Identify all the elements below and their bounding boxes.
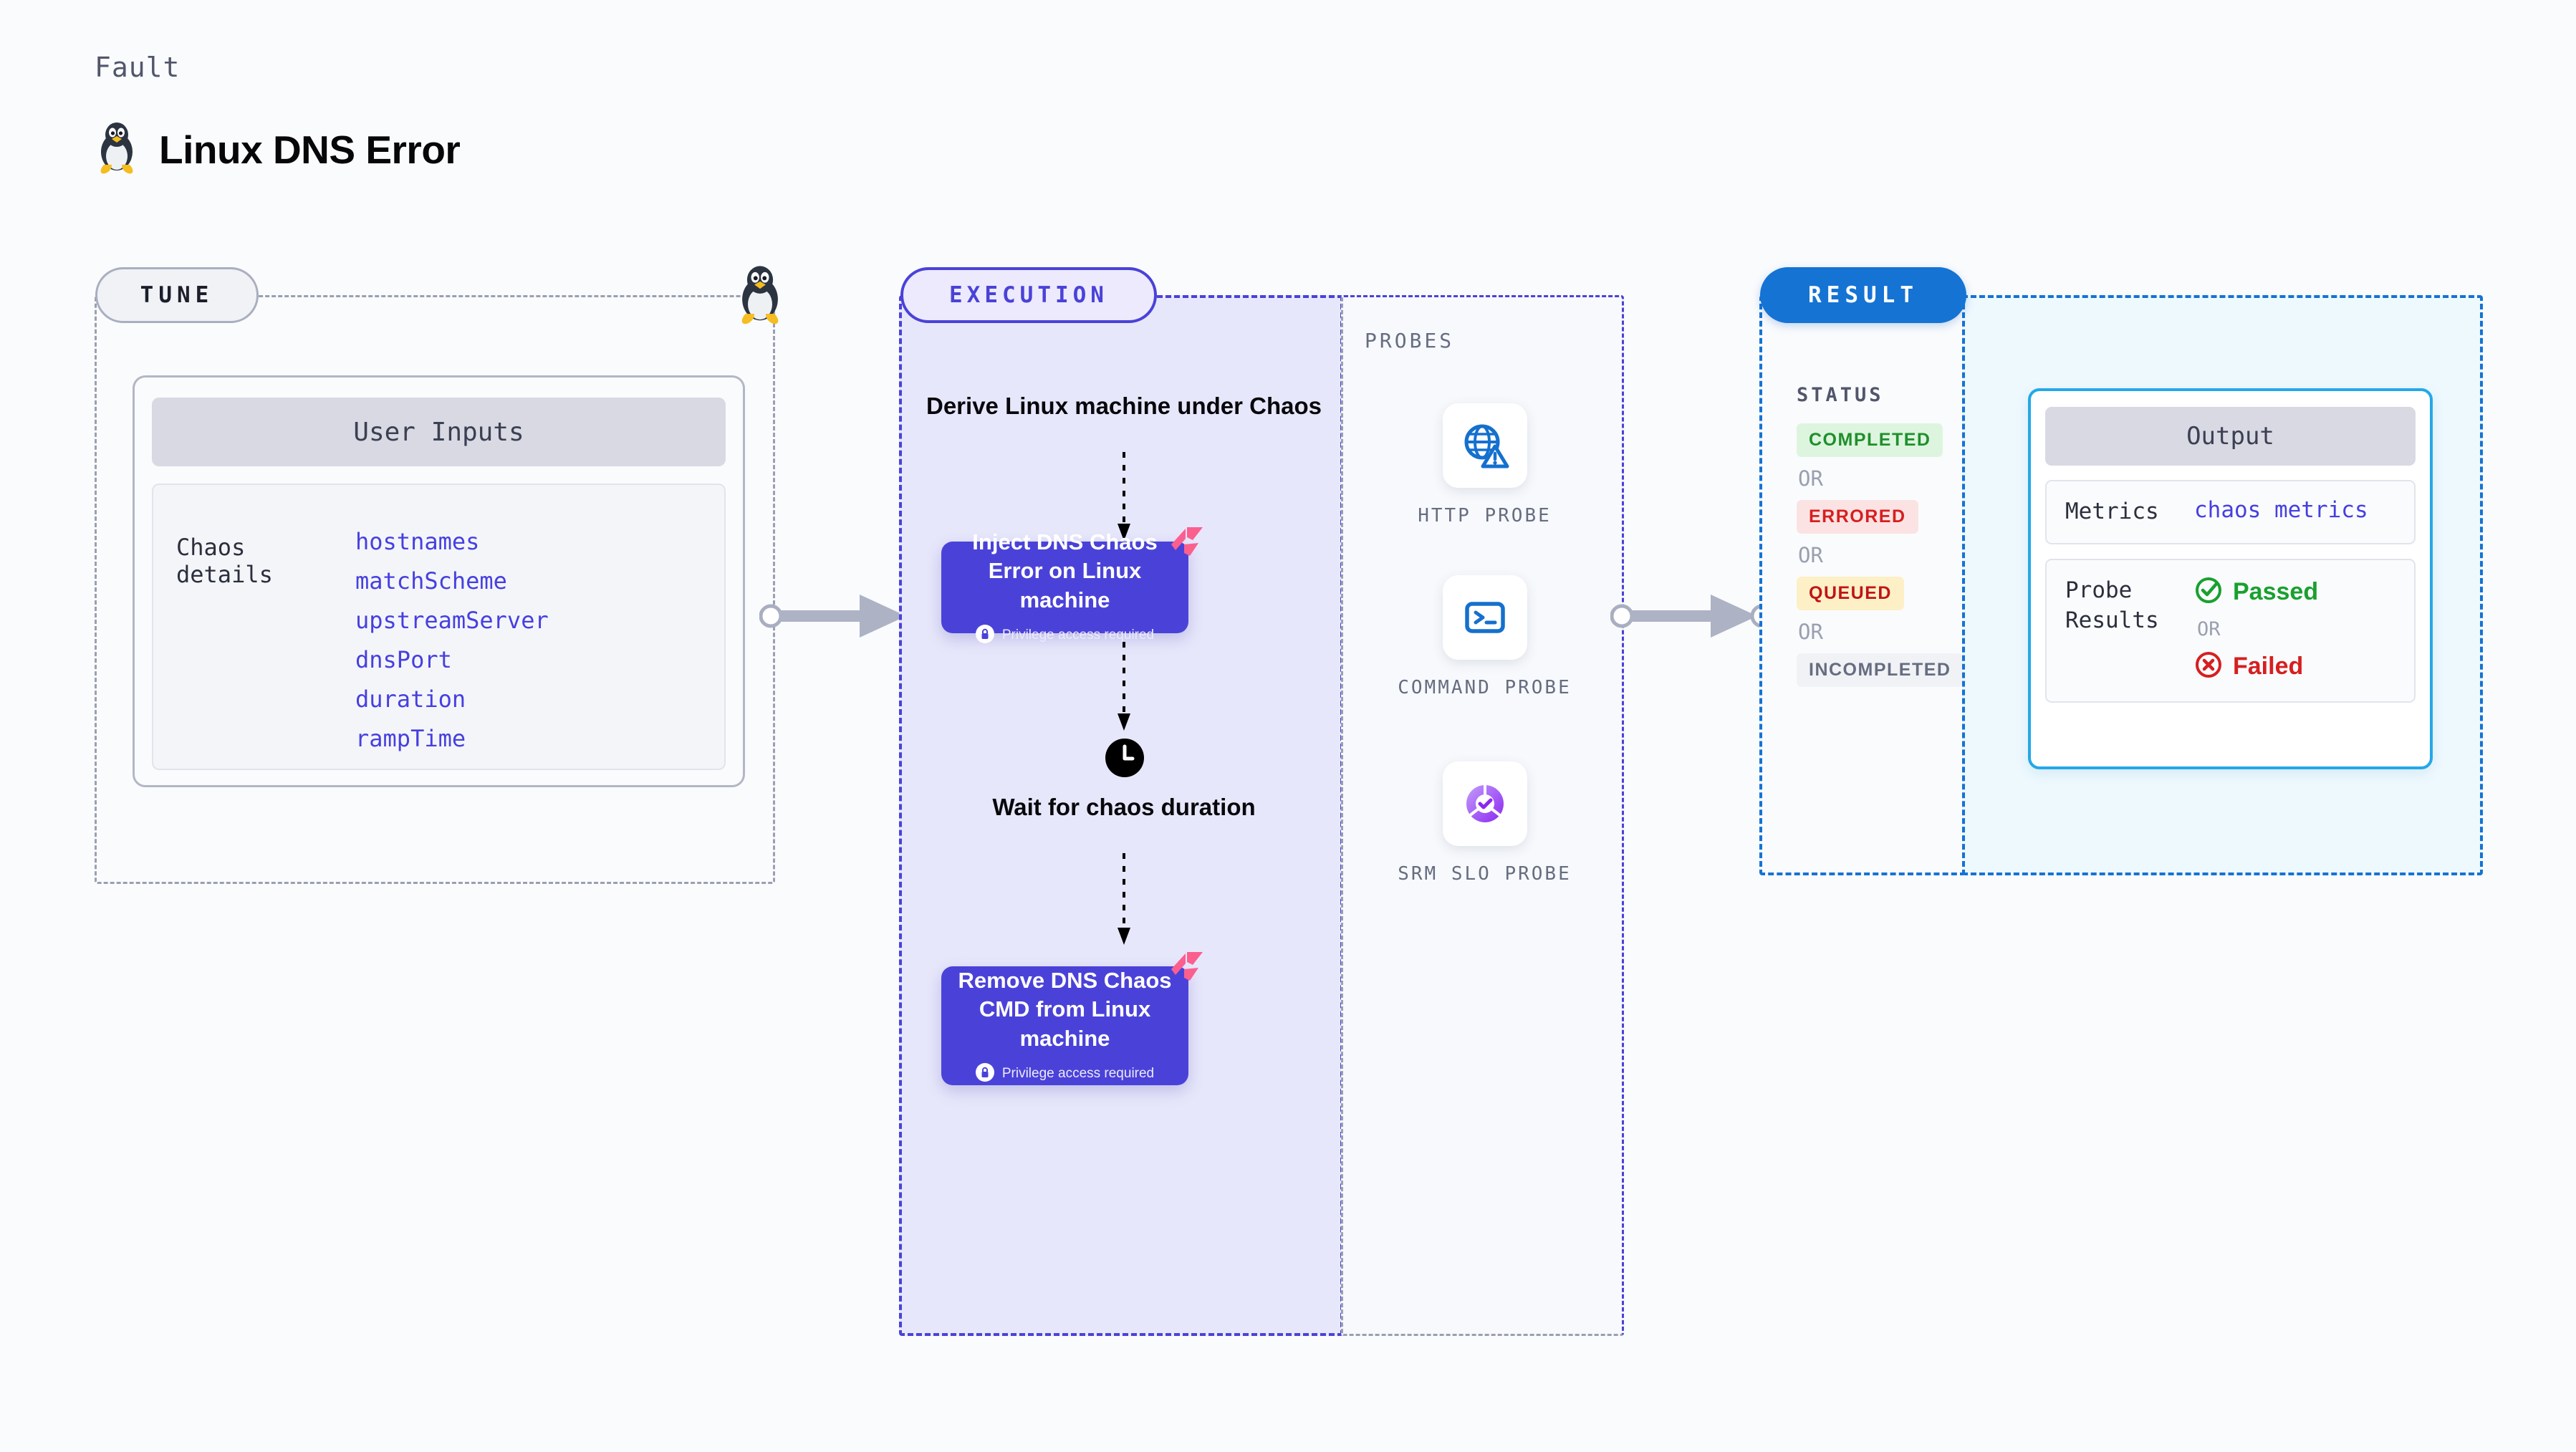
exec-card-inject-title: Inject DNS Chaos Error on Linux machine (972, 529, 1158, 612)
output-metrics-label: Metrics (2065, 499, 2159, 524)
status-badge-incompleted: INCOMPLETED (1797, 653, 1964, 687)
probe-srm-slo-label: SRM SLO PROBE (1398, 863, 1572, 885)
privilege-note-inject: Privilege access required (975, 624, 1155, 647)
probe-srm-slo[interactable]: SRM SLO PROBE (1343, 761, 1626, 888)
status-badge-queued: QUEUED (1797, 577, 1904, 610)
probe-http-label: HTTP PROBE (1418, 505, 1552, 527)
linux-penguin-icon (732, 264, 788, 329)
probe-result-or: OR (2197, 617, 2221, 640)
chaos-details-label: Chaos details (176, 534, 273, 588)
execution-panel: Derive Linux machine under Chaos Inject … (899, 295, 1343, 1336)
exec-step-wait-label: Wait for chaos duration (992, 794, 1256, 820)
status-badge-completed: COMPLETED (1797, 423, 1943, 457)
page-kicker: Fault (95, 52, 181, 83)
exec-card-remove-title: Remove DNS Chaos CMD from Linux machine (958, 968, 1172, 1051)
probe-result-passed: Passed (2194, 576, 2318, 608)
output-probe-results-label: Probe Results (2065, 577, 2159, 633)
globe-warning-icon (1442, 403, 1527, 488)
page-title-row: Linux DNS Error (95, 120, 461, 178)
result-pill-label: RESULT (1808, 282, 1918, 308)
check-circle-icon (2194, 576, 2223, 608)
privilege-note-remove-text: Privilege access required (1001, 1066, 1155, 1082)
output-probe-results-values: Passed OR Failed (2194, 576, 2318, 683)
chaos-details-values: hostnames matchScheme upstreamServer dns… (355, 509, 549, 769)
slo-donut-check-icon (1442, 761, 1527, 846)
probe-http[interactable]: HTTP PROBE (1343, 403, 1626, 529)
user-inputs-card: User Inputs Chaos details hostnames matc… (133, 375, 745, 787)
status-list: COMPLETED OR ERRORED OR QUEUED OR INCOMP… (1797, 423, 1964, 687)
execution-panel-pill: EXECUTION (900, 267, 1157, 323)
arrow-derive-to-inject (1112, 452, 1136, 549)
probes-label: PROBES (1365, 329, 1455, 352)
output-panel: Output Metrics chaos metrics Probe Resul… (1962, 295, 2483, 875)
exec-card-inject-dns-chaos[interactable]: Inject DNS Chaos Error on Linux machine … (941, 527, 1203, 643)
input-matchscheme[interactable]: matchScheme (355, 567, 507, 595)
tune-pill-label: TUNE (140, 282, 214, 308)
arrow-wait-to-remove (1112, 853, 1136, 953)
input-duration[interactable]: duration (355, 686, 466, 713)
chaos-details-box: Chaos details hostnames matchScheme upst… (152, 484, 726, 770)
tune-panel-pill: TUNE (95, 267, 259, 323)
probe-command[interactable]: COMMAND PROBE (1343, 575, 1626, 701)
harness-logo-icon (1166, 948, 1206, 989)
probe-result-failed-label: Failed (2233, 652, 2304, 680)
input-upstreamserver[interactable]: upstreamServer (355, 607, 549, 634)
user-inputs-title: User Inputs (152, 398, 726, 466)
status-badge-errored: ERRORED (1797, 500, 1918, 534)
x-circle-icon (2194, 650, 2223, 683)
page-title: Linux DNS Error (159, 127, 461, 172)
exec-card-remove-dns-chaos[interactable]: Remove DNS Chaos CMD from Linux machine … (941, 952, 1203, 1085)
lock-icon (975, 1062, 994, 1085)
output-card: Output Metrics chaos metrics Probe Resul… (2028, 388, 2433, 769)
clock-icon (1105, 738, 1145, 782)
privilege-note-remove: Privilege access required (975, 1062, 1155, 1085)
status-label: STATUS (1797, 384, 1884, 406)
input-dnsport[interactable]: dnsPort (355, 646, 452, 673)
probe-command-label: COMMAND PROBE (1398, 677, 1572, 698)
input-hostnames[interactable]: hostnames (355, 528, 480, 555)
result-panel: STATUS COMPLETED OR ERRORED OR QUEUED OR… (1759, 295, 1966, 875)
privilege-note-inject-text: Privilege access required (1001, 628, 1155, 643)
exec-step-derive-label: Derive Linux machine under Chaos (926, 393, 1322, 419)
lock-icon (975, 624, 994, 647)
probe-result-failed: Failed (2194, 650, 2318, 683)
status-or-1: OR (1798, 466, 1823, 491)
probe-result-passed-label: Passed (2233, 577, 2319, 605)
output-card-title: Output (2045, 407, 2416, 466)
output-metrics-value[interactable]: chaos metrics (2194, 497, 2368, 523)
output-metrics-row: Metrics chaos metrics (2045, 480, 2416, 544)
arrow-inject-to-wait (1112, 642, 1136, 739)
status-or-2: OR (1798, 543, 1823, 567)
connector-execution-to-result (1610, 580, 1775, 655)
result-panel-pill: RESULT (1760, 267, 1966, 323)
output-probe-results-row: Probe Results Passed OR (2045, 558, 2416, 703)
tune-panel: User Inputs Chaos details hostnames matc… (95, 295, 775, 884)
linux-penguin-icon (95, 120, 139, 178)
probes-panel: PROBES HTTP PROBE (1341, 295, 1624, 1336)
terminal-icon (1442, 575, 1527, 660)
input-ramptime[interactable]: rampTime (355, 725, 466, 752)
harness-logo-icon (1166, 523, 1206, 564)
execution-pill-label: EXECUTION (949, 282, 1108, 308)
status-or-3: OR (1798, 620, 1823, 644)
